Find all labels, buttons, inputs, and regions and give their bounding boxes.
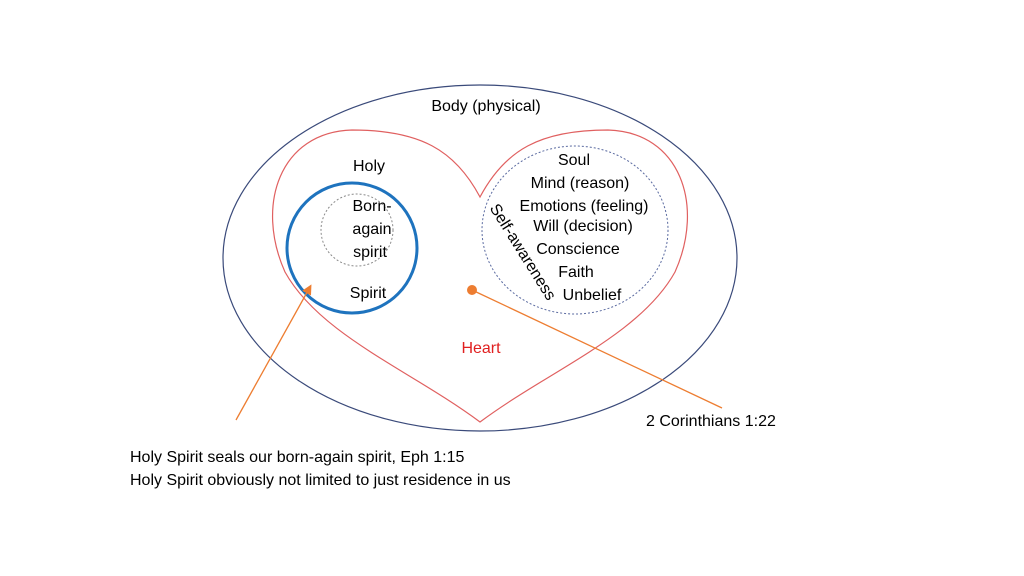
soul-ellipse — [481, 145, 669, 315]
born-again-line-3: spirit — [353, 244, 387, 261]
spirit-label: Spirit — [349, 285, 387, 302]
body-ellipse — [222, 84, 738, 432]
spirit-arrow — [235, 284, 312, 421]
soul-item-unbelief: Unbelief — [562, 287, 622, 304]
holy-label: Holy — [352, 158, 386, 175]
heart-ref-dot — [467, 285, 477, 295]
heart-ref-line — [471, 289, 723, 409]
soul-item-conscience: Conscience — [536, 241, 620, 258]
soul-item-emotions: Emotions (feeling) — [519, 198, 649, 215]
soul-item-faith: Faith — [558, 264, 594, 281]
born-again-line-2: again — [352, 221, 392, 238]
born-again-line-1: Born- — [352, 198, 392, 215]
soul-item-will: Will (decision) — [533, 218, 633, 235]
holy-spirit-circle — [285, 181, 419, 315]
note-line-1: Holy Spirit seals our born-again spirit,… — [130, 449, 465, 466]
born-again-spirit-circle — [320, 193, 394, 267]
soul-item-mind: Mind (reason) — [530, 175, 630, 192]
heart-label: Heart — [461, 340, 501, 357]
note-line-2: Holy Spirit obviously not limited to jus… — [130, 472, 511, 489]
body-label: Body (physical) — [431, 98, 541, 115]
heart-shape — [271, 129, 689, 423]
soul-item-soul: Soul — [557, 152, 591, 169]
corinthians-ref: 2 Corinthians 1:22 — [646, 413, 776, 430]
